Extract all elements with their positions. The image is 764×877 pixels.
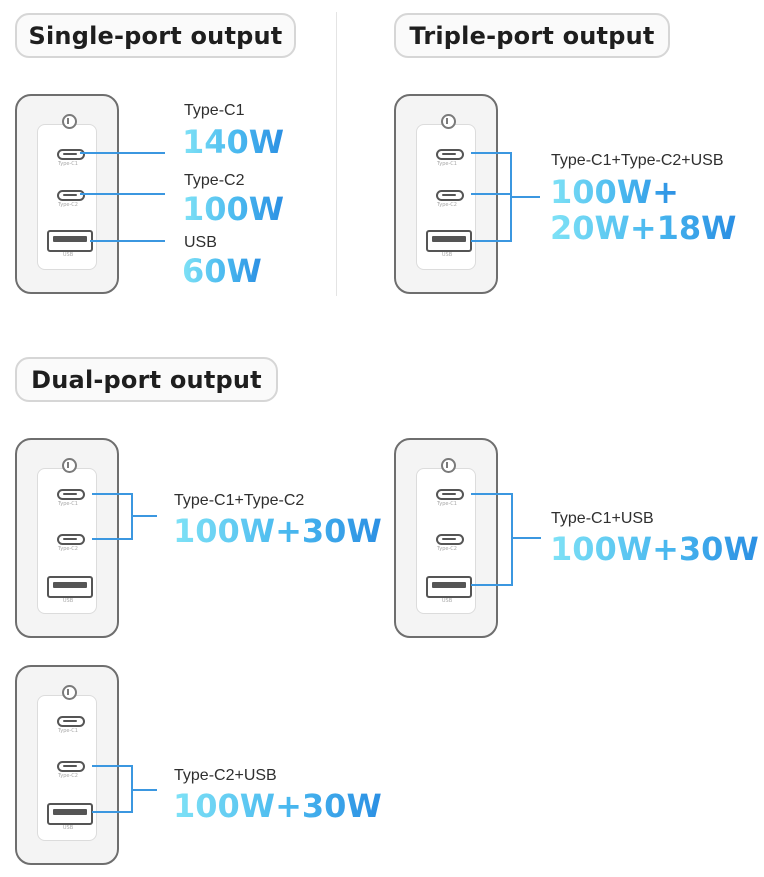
usb-label: USB	[184, 234, 217, 251]
type-c2-port-label: Type-C2	[437, 546, 457, 552]
type-c1-port-label: Type-C1	[437, 161, 457, 167]
type-c1-port-icon	[436, 489, 464, 500]
usb-port-icon	[426, 230, 472, 252]
connector-line	[471, 493, 512, 495]
usb-port-icon	[47, 803, 93, 825]
connector-line	[92, 538, 132, 540]
dual-c2-usb-wattage: 100W+30W	[173, 787, 382, 825]
type-c1-port-icon	[436, 149, 464, 160]
connector-line	[471, 584, 512, 586]
section-title-dual-port: Dual-port output	[15, 357, 278, 402]
triple-port-label: Type-C1+Type-C2+USB	[551, 152, 724, 169]
usb-port-label: USB	[62, 252, 74, 258]
charger-dual-c1-c2: Type-C1 Type-C2 USB	[15, 438, 119, 638]
connector-line	[511, 537, 541, 539]
connector-line	[511, 493, 513, 586]
brand-logo-icon	[441, 114, 456, 129]
dual-c2-usb-label: Type-C2+USB	[174, 767, 277, 784]
type-c1-port-label: Type-C1	[58, 161, 78, 167]
connector-line	[92, 811, 132, 813]
connector-line	[80, 152, 165, 154]
dual-c1-c2-label: Type-C1+Type-C2	[174, 492, 305, 509]
type-c2-port-label: Type-C2	[437, 202, 457, 208]
type-c1-port-label: Type-C1	[58, 501, 78, 507]
type-c2-port-label: Type-C2	[58, 546, 78, 552]
connector-line	[471, 240, 511, 242]
dual-c1-usb-label: Type-C1+USB	[551, 510, 654, 527]
type-c2-port-label: Type-C2	[58, 202, 78, 208]
section-title-single-port: Single-port output	[15, 13, 296, 58]
type-c1-port-icon	[57, 149, 85, 160]
usb-port-label: USB	[62, 825, 74, 831]
usb-port-icon	[47, 230, 93, 252]
brand-logo-icon	[62, 114, 77, 129]
connector-line	[92, 493, 132, 495]
connector-line	[471, 193, 511, 195]
connector-line	[510, 196, 540, 198]
type-c1-port-icon	[57, 716, 85, 727]
type-c2-port-icon	[436, 190, 464, 201]
dual-c1-usb-wattage: 100W+30W	[550, 530, 759, 568]
usb-port-label: USB	[441, 252, 453, 258]
usb-port-label: USB	[441, 598, 453, 604]
charger-dual-c1-usb: Type-C1 Type-C2 USB	[394, 438, 498, 638]
type-c2-port-icon	[57, 761, 85, 772]
type-c2-wattage: 100W	[182, 190, 285, 228]
type-c1-label: Type-C1	[184, 102, 245, 119]
type-c1-port-label: Type-C1	[58, 728, 78, 734]
type-c2-port-label: Type-C2	[58, 773, 78, 779]
type-c2-port-icon	[57, 190, 85, 201]
type-c2-label: Type-C2	[184, 172, 245, 189]
connector-line	[131, 789, 157, 791]
column-divider	[336, 12, 337, 296]
connector-line	[131, 515, 157, 517]
brand-logo-icon	[441, 458, 456, 473]
section-title-triple-port: Triple-port output	[394, 13, 670, 58]
type-c1-port-label: Type-C1	[437, 501, 457, 507]
dual-c1-c2-wattage: 100W+30W	[173, 512, 382, 550]
brand-logo-icon	[62, 458, 77, 473]
charger-dual-c2-usb: Type-C1 Type-C2 USB	[15, 665, 119, 865]
type-c1-wattage: 140W	[182, 123, 285, 161]
connector-line	[92, 765, 132, 767]
usb-port-label: USB	[62, 598, 74, 604]
type-c2-port-icon	[57, 534, 85, 545]
connector-line	[90, 240, 165, 242]
usb-port-icon	[426, 576, 472, 598]
type-c2-port-icon	[436, 534, 464, 545]
triple-port-wattage-line1: 100W+	[550, 173, 679, 211]
triple-port-wattage-line2: 20W+18W	[550, 209, 737, 247]
type-c1-port-icon	[57, 489, 85, 500]
brand-logo-icon	[62, 685, 77, 700]
connector-line	[80, 193, 165, 195]
connector-line	[471, 152, 511, 154]
usb-wattage: 60W	[182, 252, 262, 290]
usb-port-icon	[47, 576, 93, 598]
